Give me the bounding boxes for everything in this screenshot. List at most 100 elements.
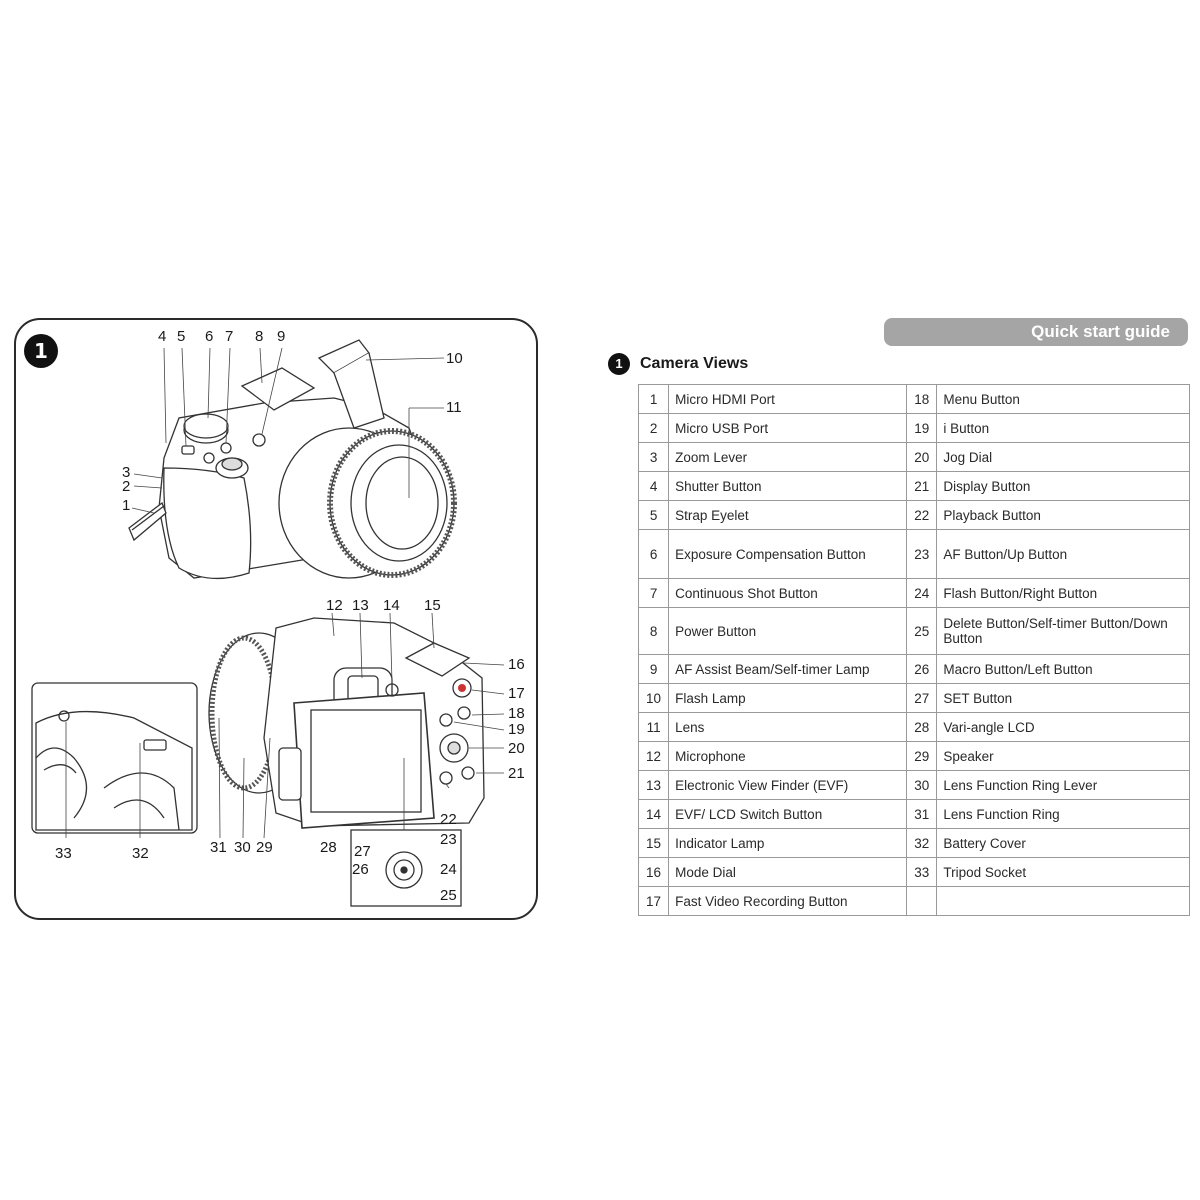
callout-11: 11 — [446, 399, 462, 416]
right-number: 33 — [906, 857, 938, 887]
right-label: Jog Dial — [936, 442, 1190, 472]
callout-16: 16 — [508, 656, 525, 673]
right-number: 32 — [906, 828, 938, 858]
right-number — [906, 886, 938, 916]
left-label: Zoom Lever — [668, 442, 908, 472]
left-label: Continuous Shot Button — [668, 578, 908, 608]
left-number: 11 — [637, 712, 670, 742]
callout-30: 30 — [234, 839, 251, 856]
callout-8: 8 — [255, 328, 264, 345]
right-label: Delete Button/Self-timer Button/Down But… — [936, 607, 1190, 655]
left-number: 13 — [637, 770, 670, 800]
left-number: 4 — [637, 471, 670, 501]
right-number: 18 — [906, 384, 938, 414]
callout-33: 33 — [55, 845, 72, 862]
left-label: Flash Lamp — [668, 683, 908, 713]
callout-6: 6 — [205, 328, 214, 345]
right-number: 28 — [906, 712, 938, 742]
callout-13: 13 — [352, 597, 369, 614]
right-label: Lens Function Ring Lever — [936, 770, 1190, 800]
callout-12: 12 — [326, 597, 343, 614]
right-label: Battery Cover — [936, 828, 1190, 858]
left-number: 6 — [637, 529, 670, 579]
left-number: 17 — [637, 886, 670, 916]
left-number: 8 — [637, 607, 670, 655]
right-label: Display Button — [936, 471, 1190, 501]
right-number: 20 — [906, 442, 938, 472]
left-number: 14 — [637, 799, 670, 829]
callout-19: 19 — [508, 721, 525, 738]
callout-3: 3 — [122, 464, 131, 481]
callout-20: 20 — [508, 740, 525, 757]
right-label: Speaker — [936, 741, 1190, 771]
callout-29: 29 — [256, 839, 273, 856]
left-label: Fast Video Recording Button — [668, 886, 908, 916]
right-label — [936, 886, 1190, 916]
callout-32: 32 — [132, 845, 149, 862]
callout-25: 25 — [440, 887, 457, 904]
camera-illustration — [31, 339, 505, 907]
callout-22: 22 — [440, 811, 457, 828]
left-label: AF Assist Beam/Self-timer Lamp — [668, 654, 908, 684]
right-number: 23 — [906, 529, 938, 579]
right-label: AF Button/Up Button — [936, 529, 1190, 579]
left-number: 3 — [637, 442, 670, 472]
left-number: 7 — [637, 578, 670, 608]
left-label: Strap Eyelet — [668, 500, 908, 530]
left-number: 9 — [637, 654, 670, 684]
right-label: SET Button — [936, 683, 1190, 713]
figure-badge: 1 — [24, 334, 58, 368]
right-label: Vari-angle LCD — [936, 712, 1190, 742]
callout-28: 28 — [320, 839, 337, 856]
left-number: 2 — [637, 413, 670, 443]
right-label: Menu Button — [936, 384, 1190, 414]
left-number: 16 — [637, 857, 670, 887]
left-number: 5 — [637, 500, 670, 530]
right-number: 19 — [906, 413, 938, 443]
left-number: 1 — [637, 384, 670, 414]
left-label: Shutter Button — [668, 471, 908, 501]
callout-31: 31 — [210, 839, 227, 856]
callout-10: 10 — [446, 350, 463, 367]
callout-26: 26 — [352, 861, 369, 878]
left-label: Micro USB Port — [668, 413, 908, 443]
left-label: Indicator Lamp — [668, 828, 908, 858]
callout-5: 5 — [177, 328, 186, 345]
left-label: Exposure Compensation Button — [668, 529, 908, 579]
callout-24: 24 — [440, 861, 457, 878]
left-label: Mode Dial — [668, 857, 908, 887]
left-label: Lens — [668, 712, 908, 742]
right-label: Playback Button — [936, 500, 1190, 530]
right-label: Tripod Socket — [936, 857, 1190, 887]
right-number: 25 — [906, 607, 938, 655]
callout-17: 17 — [508, 685, 525, 702]
callout-15: 15 — [424, 597, 441, 614]
left-label: EVF/ LCD Switch Button — [668, 799, 908, 829]
callout-2: 2 — [122, 478, 131, 495]
right-number: 29 — [906, 741, 938, 771]
quick-start-guide-tab: Quick start guide — [884, 318, 1188, 346]
right-number: 31 — [906, 799, 938, 829]
right-number: 26 — [906, 654, 938, 684]
right-number: 30 — [906, 770, 938, 800]
right-number: 22 — [906, 500, 938, 530]
right-number: 21 — [906, 471, 938, 501]
callout-4: 4 — [158, 328, 167, 345]
left-label: Microphone — [668, 741, 908, 771]
section-badge: 1 — [608, 353, 630, 375]
callout-9: 9 — [277, 328, 286, 345]
